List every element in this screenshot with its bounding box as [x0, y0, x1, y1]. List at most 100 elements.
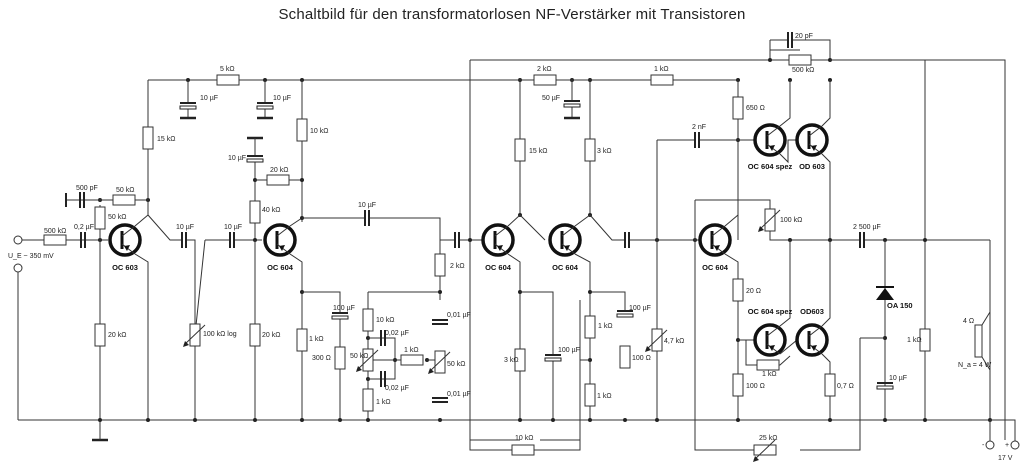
wire — [289, 253, 303, 420]
resistor-value: 650 Ω — [746, 105, 765, 112]
resistor-value: 500 kΩ — [792, 67, 814, 74]
resistor-R11: 20 kΩ — [249, 323, 280, 347]
resistor-R12: 1 kΩ — [296, 328, 324, 352]
wire — [519, 214, 546, 241]
resistor-R27: 10 kΩ — [511, 435, 535, 456]
transistor-type: OC 604 spez — [748, 162, 793, 171]
capacitor-value: 20 pF — [795, 33, 813, 40]
capacitor-value: 0,01 µF — [447, 391, 471, 398]
resistor-value: 20 Ω — [746, 288, 761, 295]
wire — [779, 339, 798, 355]
capacitor-value: 100 µF — [558, 347, 580, 354]
resistor-R16: 1 kΩ — [362, 388, 391, 412]
capacitor-C3: 10 µF — [176, 224, 194, 248]
transistor-type: OC 603 — [112, 263, 138, 272]
capacitor-C10: 0,02 µF — [380, 371, 409, 392]
capacitor-value: 0,02 µF — [385, 385, 409, 392]
diode-type: OA 150 — [887, 301, 913, 310]
wire — [830, 59, 926, 420]
capacitor-C12: 0,01 µF — [432, 391, 471, 403]
wire — [589, 214, 625, 241]
resistor-value: 1 kΩ — [654, 66, 669, 73]
resistor-value: 1 kΩ — [309, 336, 324, 343]
resistor-R37: 25 kΩ — [753, 435, 777, 462]
capacitor-C15: 100 µF — [544, 347, 580, 362]
resistor-value: 500 kΩ — [44, 228, 66, 235]
resistor-R5: 5 kΩ — [216, 66, 240, 86]
resistor-value: 1 kΩ — [762, 371, 777, 378]
junction-dot — [655, 418, 659, 422]
resistor-value: 40 kΩ — [262, 207, 280, 214]
wire — [724, 214, 739, 227]
speaker-impedance: 4 Ω — [963, 318, 974, 325]
capacitor-C9: 0,02 µF — [380, 330, 409, 346]
wire — [469, 440, 512, 451]
input-terminal-2 — [13, 263, 23, 273]
resistor-value: 2 kΩ — [450, 263, 465, 270]
resistor-R23: 3 kΩ — [504, 348, 526, 372]
wire — [769, 231, 860, 241]
transistor-type: OD 603 — [799, 162, 825, 171]
resistor-value: 10 kΩ — [515, 435, 533, 442]
transistor-T1: OC 603 — [108, 223, 142, 272]
supply-minus-label: - — [982, 442, 985, 449]
resistor-value: 50 kΩ — [350, 353, 368, 360]
resistor-R24: 1 kΩ — [584, 315, 613, 339]
capacitor-C8: 100 µF — [331, 305, 355, 320]
wire — [574, 253, 591, 420]
capacitor-C11: 0,01 µF — [432, 312, 471, 325]
capacitor-value: 10 µF — [200, 95, 218, 102]
junction-dot — [300, 178, 304, 182]
resistor-R19: 50 kΩ — [428, 350, 465, 374]
resistor-value: 1 kΩ — [376, 399, 391, 406]
resistor-R18: 2 kΩ — [434, 253, 465, 277]
capacitor-value: 0,01 µF — [447, 312, 471, 319]
wire — [194, 239, 206, 336]
resistor-value: 1 kΩ — [404, 347, 419, 354]
junction-dot — [338, 418, 342, 422]
wire — [534, 359, 590, 451]
resistor-R30: 500 kΩ — [788, 54, 814, 74]
resistor-R7: 100 kΩ log — [183, 323, 237, 347]
resistor-value: 50 kΩ — [108, 214, 126, 221]
transistor-type: OD603 — [800, 307, 824, 316]
capacitor-C5: 10 µF — [256, 95, 291, 110]
resistor-value: 100 kΩ — [780, 217, 802, 224]
wire — [540, 300, 581, 441]
transistor-type: OC 604 spez — [748, 307, 793, 316]
junction-dot — [623, 418, 627, 422]
junction-dot — [253, 418, 257, 422]
diode-symbol — [876, 288, 894, 300]
capacitor-C21: 10 µF — [876, 375, 907, 390]
wire — [695, 199, 771, 215]
capacitor-C7: 10 µF — [224, 224, 242, 248]
transistor-T2: OC 604 — [263, 223, 297, 272]
diagram-title: Schaltbild für den transformatorlosen NF… — [278, 6, 746, 23]
capacitor-C19: 20 pF — [787, 32, 813, 48]
wire — [590, 291, 626, 310]
wire — [800, 338, 861, 451]
resistor-value: 20 kΩ — [108, 332, 126, 339]
resistor-R26: 100 Ω — [619, 345, 651, 369]
transistor-T6: OC 604 spez — [748, 123, 793, 171]
capacitor-value: 0,02 µF — [385, 330, 409, 337]
wire — [369, 217, 441, 300]
transistor-type: OC 604 — [485, 263, 512, 272]
wire — [779, 80, 791, 127]
resistor-R20: 2 kΩ — [533, 66, 557, 86]
wire — [779, 139, 797, 164]
junction-dot — [193, 418, 197, 422]
capacitor-value: 10 µF — [224, 224, 242, 231]
resistor-value: 100 kΩ log — [203, 331, 237, 338]
transistor-T8: OC 604 spez — [748, 307, 793, 357]
resistor-value: 100 Ω — [746, 383, 765, 390]
capacitor-C17b — [624, 232, 630, 248]
junction-dot — [438, 290, 442, 294]
resistor-value: 100 Ω — [632, 355, 651, 362]
junction-dot — [768, 58, 772, 62]
transistor-T5: OC 604 — [698, 223, 732, 272]
resistor-R32: 100 kΩ — [758, 208, 802, 232]
resistor-R15: 50 kΩ — [350, 348, 379, 372]
resistor-value: 1 kΩ — [907, 337, 922, 344]
capacitor-C6: 10 µF — [228, 155, 264, 163]
